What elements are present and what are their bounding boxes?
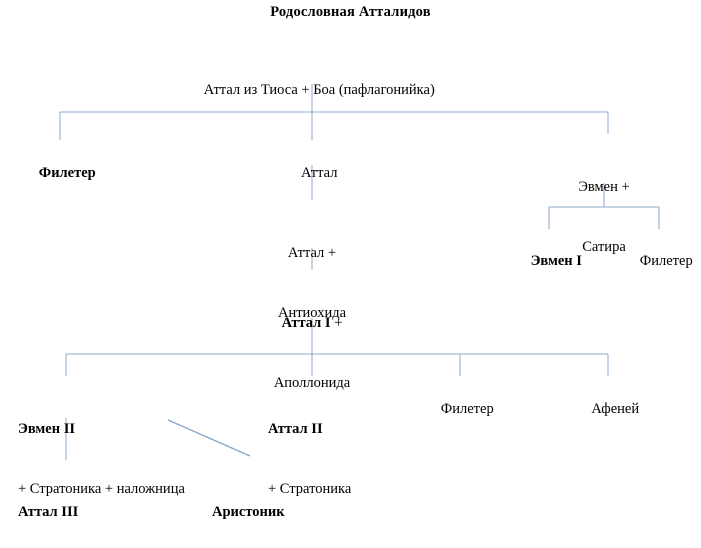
node-eumenes-satyra-line1: Эвмен + xyxy=(578,179,630,195)
node-philetaerus-gen2-right: Филетер xyxy=(625,231,693,291)
node-root: Аттал из Тиоса + Боа (пафлагонийка) xyxy=(189,60,435,120)
node-eumenes-satyra: Эвмен + Сатира xyxy=(578,137,629,297)
node-attalos-II-line2: + Стратоника xyxy=(268,481,352,497)
node-eumenes-I-line1: Эвмен I xyxy=(530,253,582,269)
node-eumenes-satyra-line2: Сатира xyxy=(582,239,626,255)
node-root-line1: Аттал из Тиоса + Боа (пафлагонийка) xyxy=(203,82,435,98)
node-attalos-III-line1: Аттал III xyxy=(18,504,79,520)
node-attalos-II: Аттал II + Стратоника xyxy=(268,379,351,539)
node-eumenes-II-line2: + Стратоника + наложница xyxy=(18,481,185,497)
node-attalos-gen1: Аттал xyxy=(287,143,338,203)
node-attalos-II-line1: Аттал II xyxy=(268,421,323,437)
node-attalos-I-apollonis-line2: Аполлонида xyxy=(273,375,351,391)
node-eumenes-II: Эвмен II + Стратоника + наложница xyxy=(18,379,185,539)
node-philetaerus-gen2-right-line1: Филетер xyxy=(639,253,693,269)
node-athenaios: Афеней xyxy=(577,379,639,439)
node-philetaerus-gen1: Филетер xyxy=(24,143,96,203)
node-attalos-antiochis: Аттал + Антиохида xyxy=(278,203,346,363)
node-philetaerus-gen1-line1: Филетер xyxy=(38,165,96,181)
node-attalos-I-apollonis: Аттал I + Аполлонида xyxy=(274,273,350,433)
node-attalos-antiochis-line2: Антиохида xyxy=(277,305,347,321)
node-eumenes-I: Эвмен I xyxy=(516,231,582,291)
node-eumenes-II-line1: Эвмен II xyxy=(18,421,75,437)
node-aristonikos-line1: Аристоник xyxy=(212,504,285,520)
node-philetaerus-gen3: Филетер xyxy=(426,379,494,439)
node-attalos-antiochis-line1: Аттал + xyxy=(287,245,337,261)
page-title: Родословная Атталидов xyxy=(270,4,431,20)
node-aristonikos: Аристоник (Эвмен III) xyxy=(212,462,285,548)
node-attalos-III: Аттал III + Береника (невеста Аттала III… xyxy=(18,462,143,548)
node-athenaios-line1: Афеней xyxy=(591,401,640,417)
node-attalos-gen1-line1: Аттал xyxy=(301,165,338,181)
node-attalos-I-apollonis-line1-plus: + xyxy=(330,315,343,331)
node-attalos-I-apollonis-line1-name: Аттал I xyxy=(281,315,331,331)
node-philetaerus-gen3-line1: Филетер xyxy=(440,401,494,417)
